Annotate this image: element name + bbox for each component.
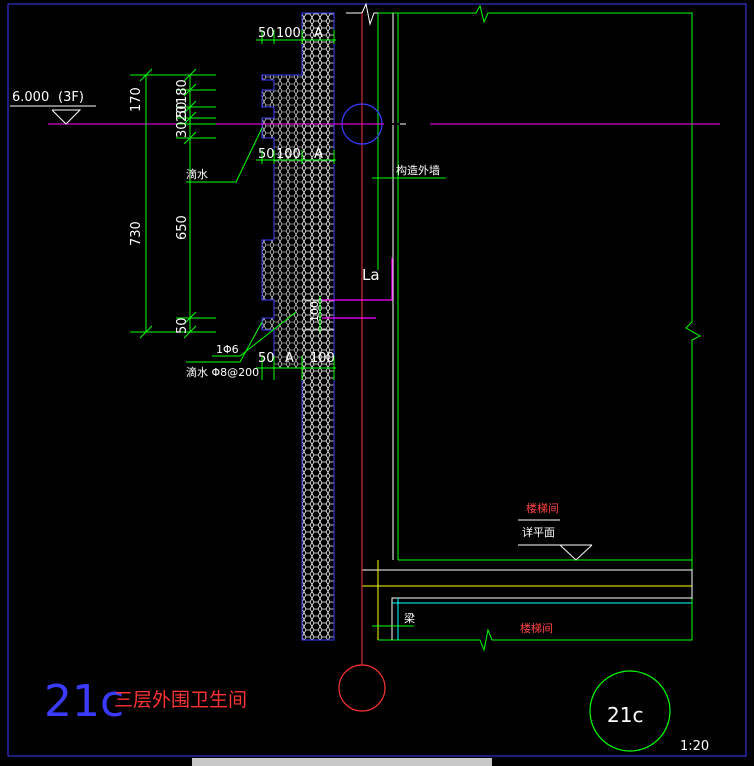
detail-circle-label: 21c: [607, 703, 643, 727]
detail-circle: [589, 670, 671, 752]
finish-level-symbol: [518, 544, 593, 561]
dim-30: 30: [175, 121, 190, 138]
dim-50c: 50: [175, 317, 190, 334]
label-rebar: 1Φ6: [216, 343, 239, 356]
floor-slab: [362, 560, 693, 640]
dim-180: 180: [175, 79, 190, 104]
level-symbol: [10, 105, 96, 125]
dim-650: 650: [175, 215, 190, 240]
dim-bot-100: 100: [310, 351, 335, 366]
dim-170: 170: [129, 87, 144, 112]
dim-20: 20: [175, 105, 190, 122]
wall-section: [261, 12, 335, 641]
dim-mid-50: 50: [258, 147, 275, 162]
dim-100v: 100: [308, 301, 321, 322]
label-beam: 梁: [404, 611, 415, 625]
dim-bot-50: 50: [258, 351, 275, 366]
room-outline: [377, 4, 702, 652]
detail-title: 三层外围卫生间: [114, 689, 247, 711]
horizontal-scrollbar[interactable]: [192, 758, 492, 766]
dim-mid-100: 100: [276, 147, 301, 162]
label-la: La: [362, 266, 380, 284]
la-anchorage: [322, 258, 393, 319]
dimension-lines: [130, 30, 446, 627]
break-line-top: [346, 2, 378, 26]
scale-label: 1:20: [680, 739, 709, 754]
dim-top-50: 50: [258, 26, 275, 41]
dim-mid-a: A: [314, 147, 323, 162]
detail-number: 21c: [44, 676, 124, 727]
label-drip: 滴水: [186, 167, 208, 181]
level-value: 6.000: [12, 90, 49, 105]
dim-bot-a: A: [285, 351, 294, 366]
drawing-frame: [7, 3, 747, 757]
dim-top-a: A: [314, 26, 323, 41]
label-drip-spacing: 滴水 Φ8@200: [186, 365, 259, 379]
label-wall: 构造外墙: [396, 163, 440, 177]
label-stair-lower: 楼梯间: [520, 621, 553, 635]
dim-730: 730: [129, 221, 144, 246]
label-finish: 详平面: [522, 525, 555, 539]
dim-top-100: 100: [276, 26, 301, 41]
label-stair-upper: 楼梯间: [526, 501, 559, 515]
level-floor: (3F): [58, 90, 84, 105]
dim-50b: 50: [175, 101, 190, 118]
